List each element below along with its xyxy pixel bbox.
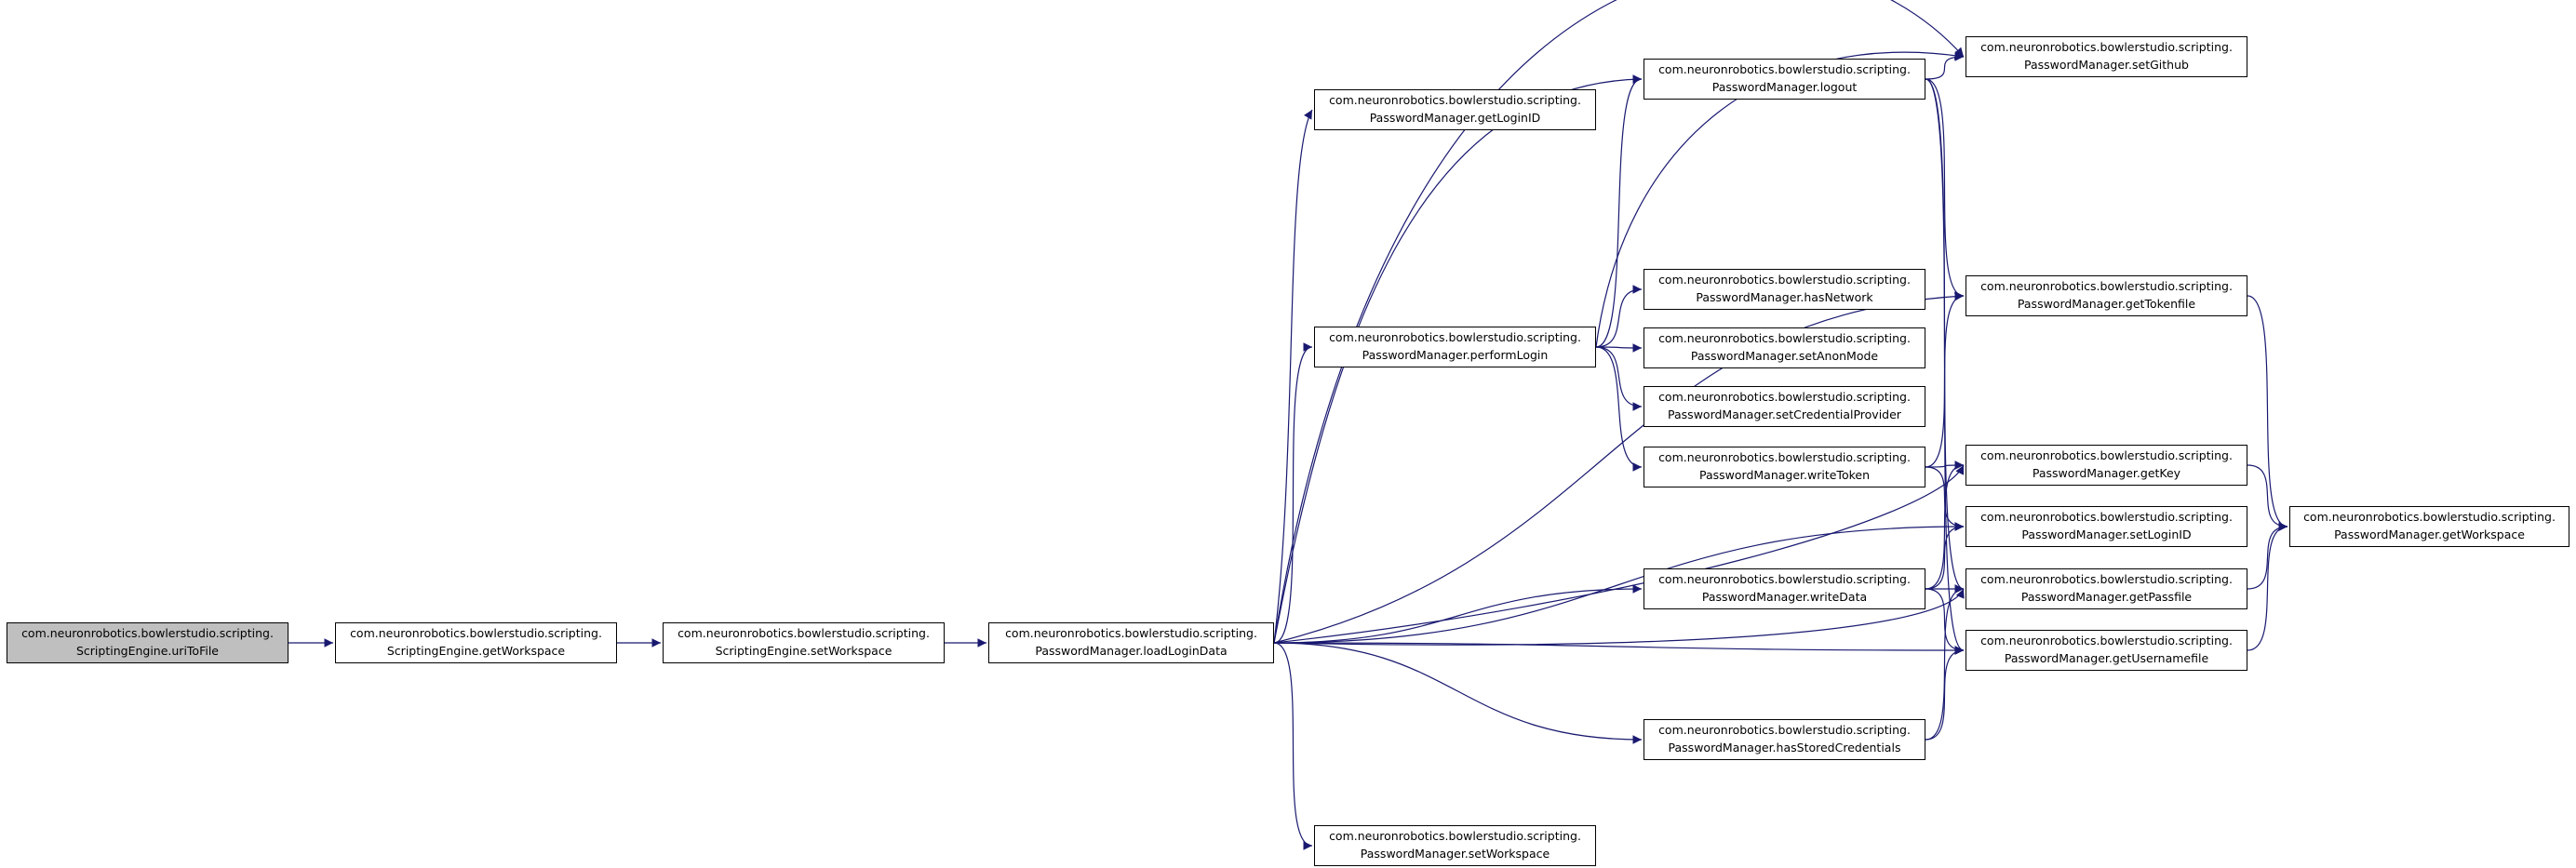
- node-label-package: com.neuronrobotics.bowlerstudio.scriptin…: [1980, 40, 2233, 55]
- edge-loadLoginData-hasStoredCredentials: [1273, 642, 1643, 744]
- edge-performLogin-logout: [1595, 74, 1643, 348]
- edge-logout-getTokenfile: [1925, 78, 1965, 300]
- node-label-member: PasswordManager.logout: [1711, 80, 1858, 94]
- edge-getKey-pm_getWorkspace: [2247, 464, 2288, 531]
- graph-node-se_setWorkspace[interactable]: com.neuronrobotics.bowlerstudio.scriptin…: [663, 622, 945, 663]
- node-label-package: com.neuronrobotics.bowlerstudio.scriptin…: [1658, 62, 1911, 77]
- node-label-member: ScriptingEngine.getWorkspace: [386, 644, 566, 658]
- edge-writeToken-getKey: [1925, 461, 1965, 470]
- edge-writeData-getUsernamefile: [1925, 588, 1965, 655]
- graph-node-uriToFile[interactable]: com.neuronrobotics.bowlerstudio.scriptin…: [7, 622, 288, 663]
- graph-node-hasStoredCredentials[interactable]: com.neuronrobotics.bowlerstudio.scriptin…: [1644, 719, 1925, 760]
- edge-loadLoginData-getUsernamefile: [1273, 642, 1965, 655]
- node-label-package: com.neuronrobotics.bowlerstudio.scriptin…: [1980, 572, 2233, 587]
- graph-node-performLogin[interactable]: com.neuronrobotics.bowlerstudio.scriptin…: [1314, 327, 1596, 367]
- node-label-member: PasswordManager.setAnonMode: [1690, 349, 1879, 363]
- node-label-package: com.neuronrobotics.bowlerstudio.scriptin…: [1658, 331, 1911, 346]
- edge-writeToken-setLoginID: [1925, 466, 1965, 531]
- graph-node-getUsernamefile[interactable]: com.neuronrobotics.bowlerstudio.scriptin…: [1966, 630, 2247, 671]
- edge-loadLoginData-performLogin: [1273, 342, 1313, 644]
- edge-loadLoginData-writeData: [1273, 584, 1643, 644]
- edge-loadLoginData-setLoginID: [1273, 522, 1965, 644]
- node-label-member: PasswordManager.getWorkspace: [2334, 527, 2525, 541]
- edge-loadLoginData-getLoginID: [1273, 109, 1313, 644]
- edge-writeData-getKey: [1925, 461, 1965, 590]
- node-label-member: PasswordManager.hasStoredCredentials: [1668, 741, 1901, 754]
- graph-node-pm_setWorkspace[interactable]: com.neuronrobotics.bowlerstudio.scriptin…: [1314, 825, 1596, 866]
- graph-node-getTokenfile[interactable]: com.neuronrobotics.bowlerstudio.scriptin…: [1966, 275, 2247, 316]
- edge-layer: [288, 0, 2288, 850]
- graph-node-hasNetwork[interactable]: com.neuronrobotics.bowlerstudio.scriptin…: [1644, 269, 1925, 310]
- node-label-package: com.neuronrobotics.bowlerstudio.scriptin…: [1005, 626, 1257, 641]
- node-label-member: PasswordManager.setWorkspace: [1360, 847, 1550, 861]
- graph-node-se_getWorkspace[interactable]: com.neuronrobotics.bowlerstudio.scriptin…: [335, 622, 617, 663]
- node-label-member: PasswordManager.setLoginID: [2021, 527, 2192, 541]
- graph-node-getLoginID[interactable]: com.neuronrobotics.bowlerstudio.scriptin…: [1314, 89, 1596, 130]
- node-label-package: com.neuronrobotics.bowlerstudio.scriptin…: [1980, 510, 2233, 525]
- graph-node-getKey[interactable]: com.neuronrobotics.bowlerstudio.scriptin…: [1966, 445, 2247, 486]
- node-label-member: PasswordManager.getLoginID: [1369, 111, 1541, 125]
- graph-node-writeData[interactable]: com.neuronrobotics.bowlerstudio.scriptin…: [1644, 568, 1925, 609]
- edge-performLogin-setGithub: [1595, 50, 1965, 348]
- node-label-member: PasswordManager.getUsernamefile: [2004, 651, 2209, 665]
- node-label-package: com.neuronrobotics.bowlerstudio.scriptin…: [1658, 390, 1911, 405]
- node-label-package: com.neuronrobotics.bowlerstudio.scriptin…: [1658, 723, 1911, 738]
- node-label-package: com.neuronrobotics.bowlerstudio.scriptin…: [1658, 450, 1911, 465]
- node-label-member: ScriptingEngine.setWorkspace: [715, 644, 892, 658]
- node-label-member: PasswordManager.writeToken: [1699, 468, 1870, 482]
- edge-getTokenfile-pm_getWorkspace: [2247, 295, 2288, 531]
- node-label-package: com.neuronrobotics.bowlerstudio.scriptin…: [1329, 829, 1581, 844]
- edge-performLogin-setAnonMode: [1595, 343, 1643, 353]
- graph-node-setAnonMode[interactable]: com.neuronrobotics.bowlerstudio.scriptin…: [1644, 327, 1925, 368]
- graph-node-loadLoginData[interactable]: com.neuronrobotics.bowlerstudio.scriptin…: [988, 622, 1274, 663]
- node-label-package: com.neuronrobotics.bowlerstudio.scriptin…: [1329, 93, 1581, 108]
- edge-performLogin-hasNetwork: [1595, 285, 1643, 348]
- edge-writeToken-getTokenfile: [1925, 291, 1965, 468]
- edge-performLogin-writeToken: [1595, 346, 1643, 472]
- node-label-member: PasswordManager.getKey: [2032, 466, 2181, 480]
- node-label-member: PasswordManager.getTokenfile: [2017, 297, 2196, 311]
- graph-node-setCredentialProvider[interactable]: com.neuronrobotics.bowlerstudio.scriptin…: [1644, 386, 1925, 427]
- node-label-package: com.neuronrobotics.bowlerstudio.scriptin…: [21, 626, 274, 641]
- node-label-member: PasswordManager.writeData: [1701, 590, 1868, 604]
- node-label-package: com.neuronrobotics.bowlerstudio.scriptin…: [1980, 448, 2233, 463]
- edge-getUsernamefile-pm_getWorkspace: [2247, 522, 2288, 651]
- graph-node-pm_getWorkspace[interactable]: com.neuronrobotics.bowlerstudio.scriptin…: [2289, 506, 2569, 547]
- edge-loadLoginData-getKey: [1273, 464, 1965, 644]
- node-label-member: PasswordManager.loadLoginData: [1035, 644, 1228, 658]
- edge-logout-setGithub: [1925, 52, 1965, 80]
- edge-loadLoginData-getTokenfile: [1273, 291, 1965, 644]
- node-label-package: com.neuronrobotics.bowlerstudio.scriptin…: [1658, 273, 1911, 287]
- node-label-package: com.neuronrobotics.bowlerstudio.scriptin…: [2303, 510, 2556, 525]
- edge-performLogin-setCredentialProvider: [1595, 346, 1643, 411]
- node-label-member: PasswordManager.setCredentialProvider: [1668, 407, 1901, 421]
- node-label-member: PasswordManager.setGithub: [2024, 58, 2189, 72]
- node-label-package: com.neuronrobotics.bowlerstudio.scriptin…: [1329, 330, 1581, 345]
- node-label-package: com.neuronrobotics.bowlerstudio.scriptin…: [1658, 572, 1911, 587]
- node-label-member: PasswordManager.hasNetwork: [1696, 290, 1873, 304]
- edge-getPassfile-pm_getWorkspace: [2247, 522, 2288, 590]
- node-label-package: com.neuronrobotics.bowlerstudio.scriptin…: [1980, 634, 2233, 648]
- node-label-package: com.neuronrobotics.bowlerstudio.scriptin…: [678, 626, 930, 641]
- graph-node-getPassfile[interactable]: com.neuronrobotics.bowlerstudio.scriptin…: [1966, 568, 2247, 609]
- node-label-member: PasswordManager.getPassfile: [2020, 590, 2193, 604]
- edge-loadLoginData-getPassfile: [1273, 588, 1965, 646]
- node-label-member: ScriptingEngine.uriToFile: [75, 644, 219, 658]
- graph-node-setGithub[interactable]: com.neuronrobotics.bowlerstudio.scriptin…: [1966, 36, 2247, 77]
- graph-node-logout[interactable]: com.neuronrobotics.bowlerstudio.scriptin…: [1644, 59, 1925, 100]
- graph-node-setLoginID[interactable]: com.neuronrobotics.bowlerstudio.scriptin…: [1966, 506, 2247, 547]
- edge-hasStoredCredentials-getUsernamefile: [1925, 646, 1965, 741]
- node-label-package: com.neuronrobotics.bowlerstudio.scriptin…: [1980, 279, 2233, 294]
- edge-writeData-setLoginID: [1925, 522, 1965, 590]
- edge-hasStoredCredentials-getPassfile: [1925, 584, 1965, 741]
- node-label-package: com.neuronrobotics.bowlerstudio.scriptin…: [350, 626, 602, 641]
- node-label-member: PasswordManager.performLogin: [1362, 348, 1549, 362]
- edge-loadLoginData-pm_setWorkspace: [1273, 642, 1313, 850]
- graph-node-writeToken[interactable]: com.neuronrobotics.bowlerstudio.scriptin…: [1644, 447, 1925, 487]
